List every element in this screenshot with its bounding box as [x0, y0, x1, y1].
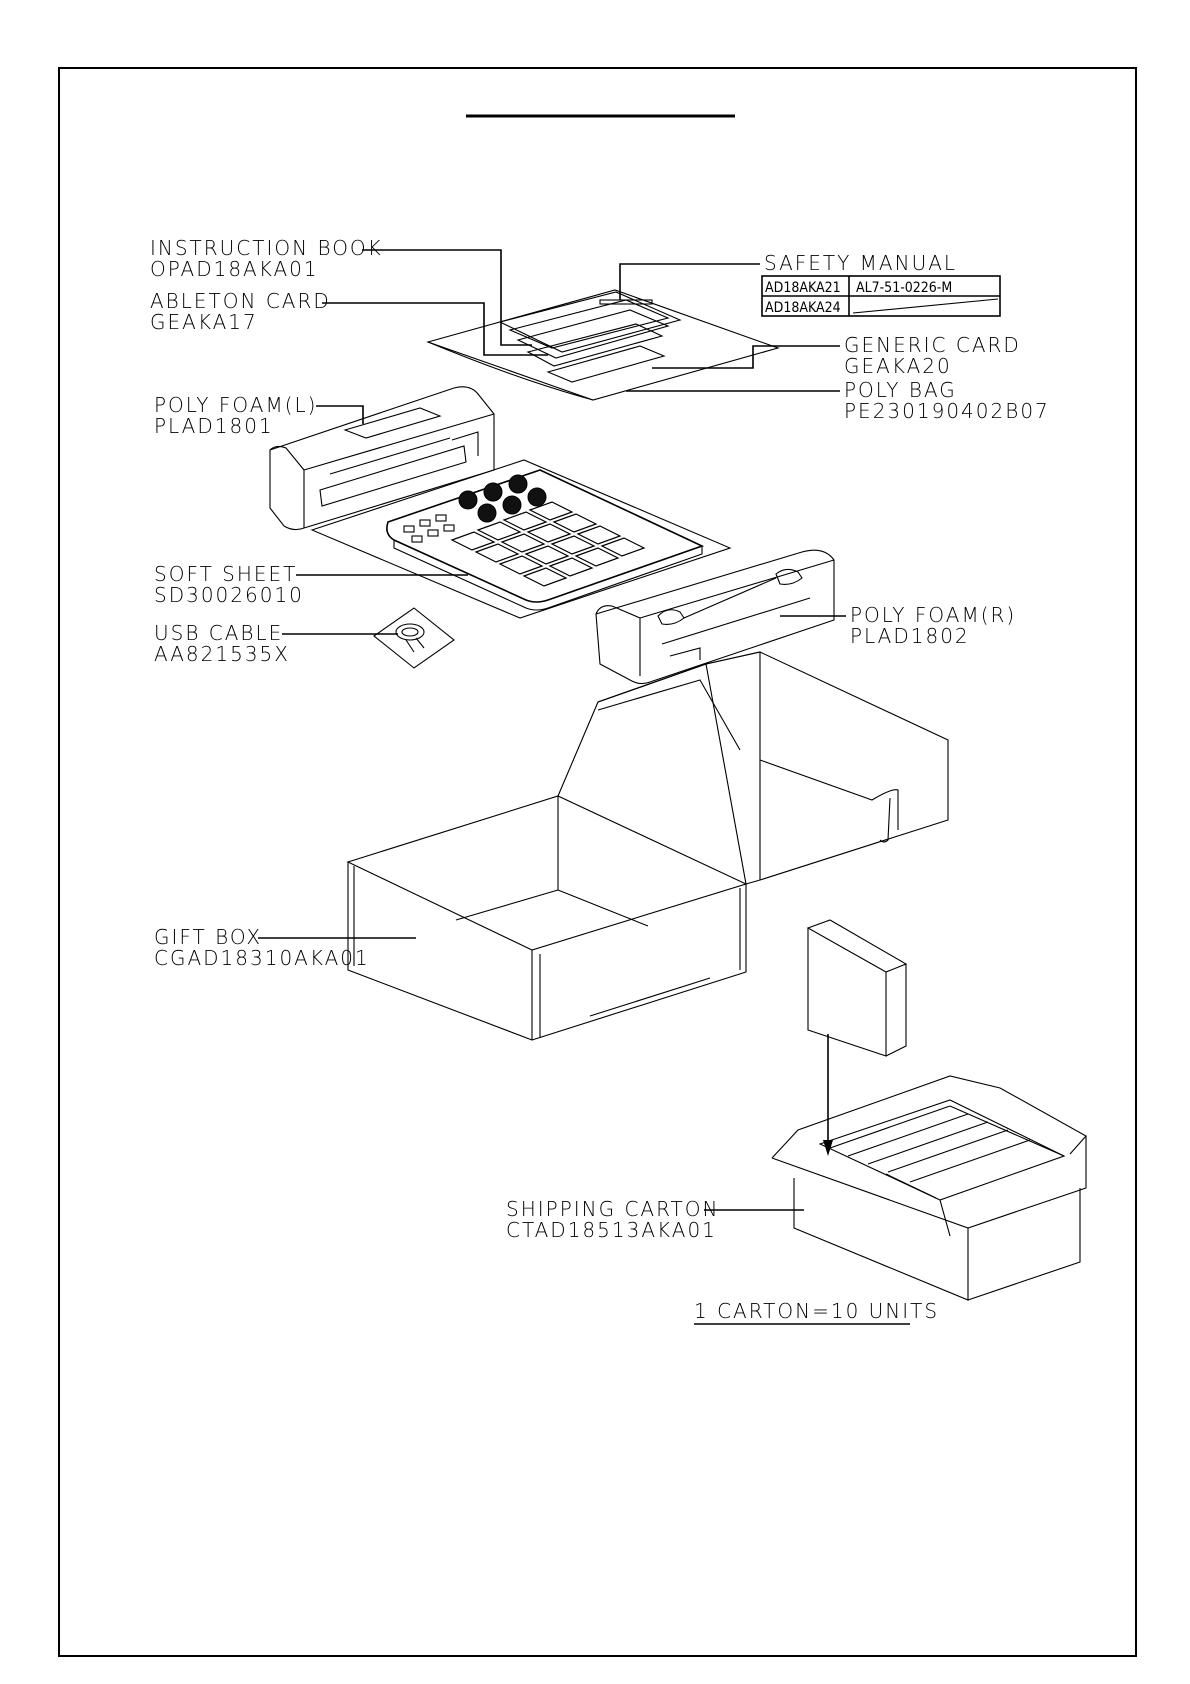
svg-text:AL7-51-0226-M: AL7-51-0226-M [856, 280, 952, 296]
svg-text:USB CABLE: USB CABLE [154, 621, 283, 645]
svg-text:CGAD18310AKA01: CGAD18310AKA01 [154, 946, 370, 970]
controller-pads [450, 501, 646, 587]
svg-text:GENERIC CARD: GENERIC CARD [844, 333, 1021, 357]
svg-text:SOFT SHEET: SOFT SHEET [154, 562, 297, 586]
shipping-carton-drawing [771, 1075, 1087, 1301]
svg-text:POLY FOAM(R): POLY FOAM(R) [850, 603, 1016, 627]
svg-text:CTAD18513AKA01: CTAD18513AKA01 [506, 1218, 717, 1242]
svg-text:ABLETON CARD: ABLETON CARD [150, 289, 331, 313]
svg-text:OPAD18AKA01: OPAD18AKA01 [150, 257, 319, 281]
ableton-card-label: ABLETON CARD GEAKA17 [150, 289, 548, 356]
usb-cable-drawing [373, 607, 455, 669]
svg-text:1 CARTON=10 UNITS: 1 CARTON=10 UNITS [694, 1299, 939, 1323]
svg-text:PLAD1802: PLAD1802 [850, 624, 970, 648]
safety-manual-table: AD18AKA21 AL7-51-0226-M AD18AKA24 [761, 275, 1001, 317]
drawing-frame [58, 67, 1137, 1657]
svg-text:GEAKA20: GEAKA20 [844, 354, 952, 378]
svg-text:GIFT BOX: GIFT BOX [154, 925, 262, 949]
shipping-carton-label: SHIPPING CARTON CTAD18513AKA01 [506, 1197, 804, 1242]
gift-box-label: GIFT BOX CGAD18310AKA01 [154, 925, 416, 970]
generic-card-label: GENERIC CARD GEAKA20 [652, 333, 1021, 378]
svg-text:PE230190402B07: PE230190402B07 [844, 399, 1050, 423]
svg-text:AD18AKA24: AD18AKA24 [765, 300, 841, 316]
unit-box-drawing [806, 919, 908, 1156]
usb-cable-label: USB CABLE AA821535X [154, 621, 398, 666]
poly-bag-drawing [426, 289, 780, 401]
soft-sheet-drawing [310, 459, 732, 619]
poly-foam-left-label: POLY FOAM(L) PLAD1801 [154, 393, 364, 438]
controller-drawing [386, 469, 705, 611]
svg-text:AD18AKA21: AD18AKA21 [765, 280, 841, 296]
svg-text:AA821535X: AA821535X [154, 642, 290, 666]
svg-text:SD30026010: SD30026010 [154, 583, 304, 607]
svg-text:POLY BAG: POLY BAG [844, 378, 957, 402]
svg-text:SHIPPING CARTON: SHIPPING CARTON [506, 1197, 719, 1221]
svg-text:INSTRUCTION BOOK: INSTRUCTION BOOK [150, 236, 383, 260]
controller-knobs [458, 474, 547, 523]
poly-bag-label: POLY BAG PE230190402B07 [626, 378, 1050, 423]
controller-buttons [403, 514, 455, 543]
safety-manual-label: SAFETY MANUAL AD18AKA21 AL7-51-0226-M AD… [619, 251, 1001, 317]
svg-text:GEAKA17: GEAKA17 [150, 310, 258, 334]
carton-quantity-note: 1 CARTON=10 UNITS [694, 1299, 939, 1325]
svg-text:PLAD1801: PLAD1801 [154, 414, 274, 438]
svg-text:SAFETY MANUAL: SAFETY MANUAL [764, 251, 957, 275]
gift-box-drawing [346, 651, 949, 1041]
svg-text:POLY FOAM(L): POLY FOAM(L) [154, 393, 317, 417]
soft-sheet-label: SOFT SHEET SD30026010 [154, 562, 468, 607]
instruction-book-label: INSTRUCTION BOOK OPAD18AKA01 [150, 236, 532, 346]
poly-foam-right-label: POLY FOAM(R) PLAD1802 [780, 603, 1016, 648]
poly-foam-right-drawing [595, 549, 835, 685]
